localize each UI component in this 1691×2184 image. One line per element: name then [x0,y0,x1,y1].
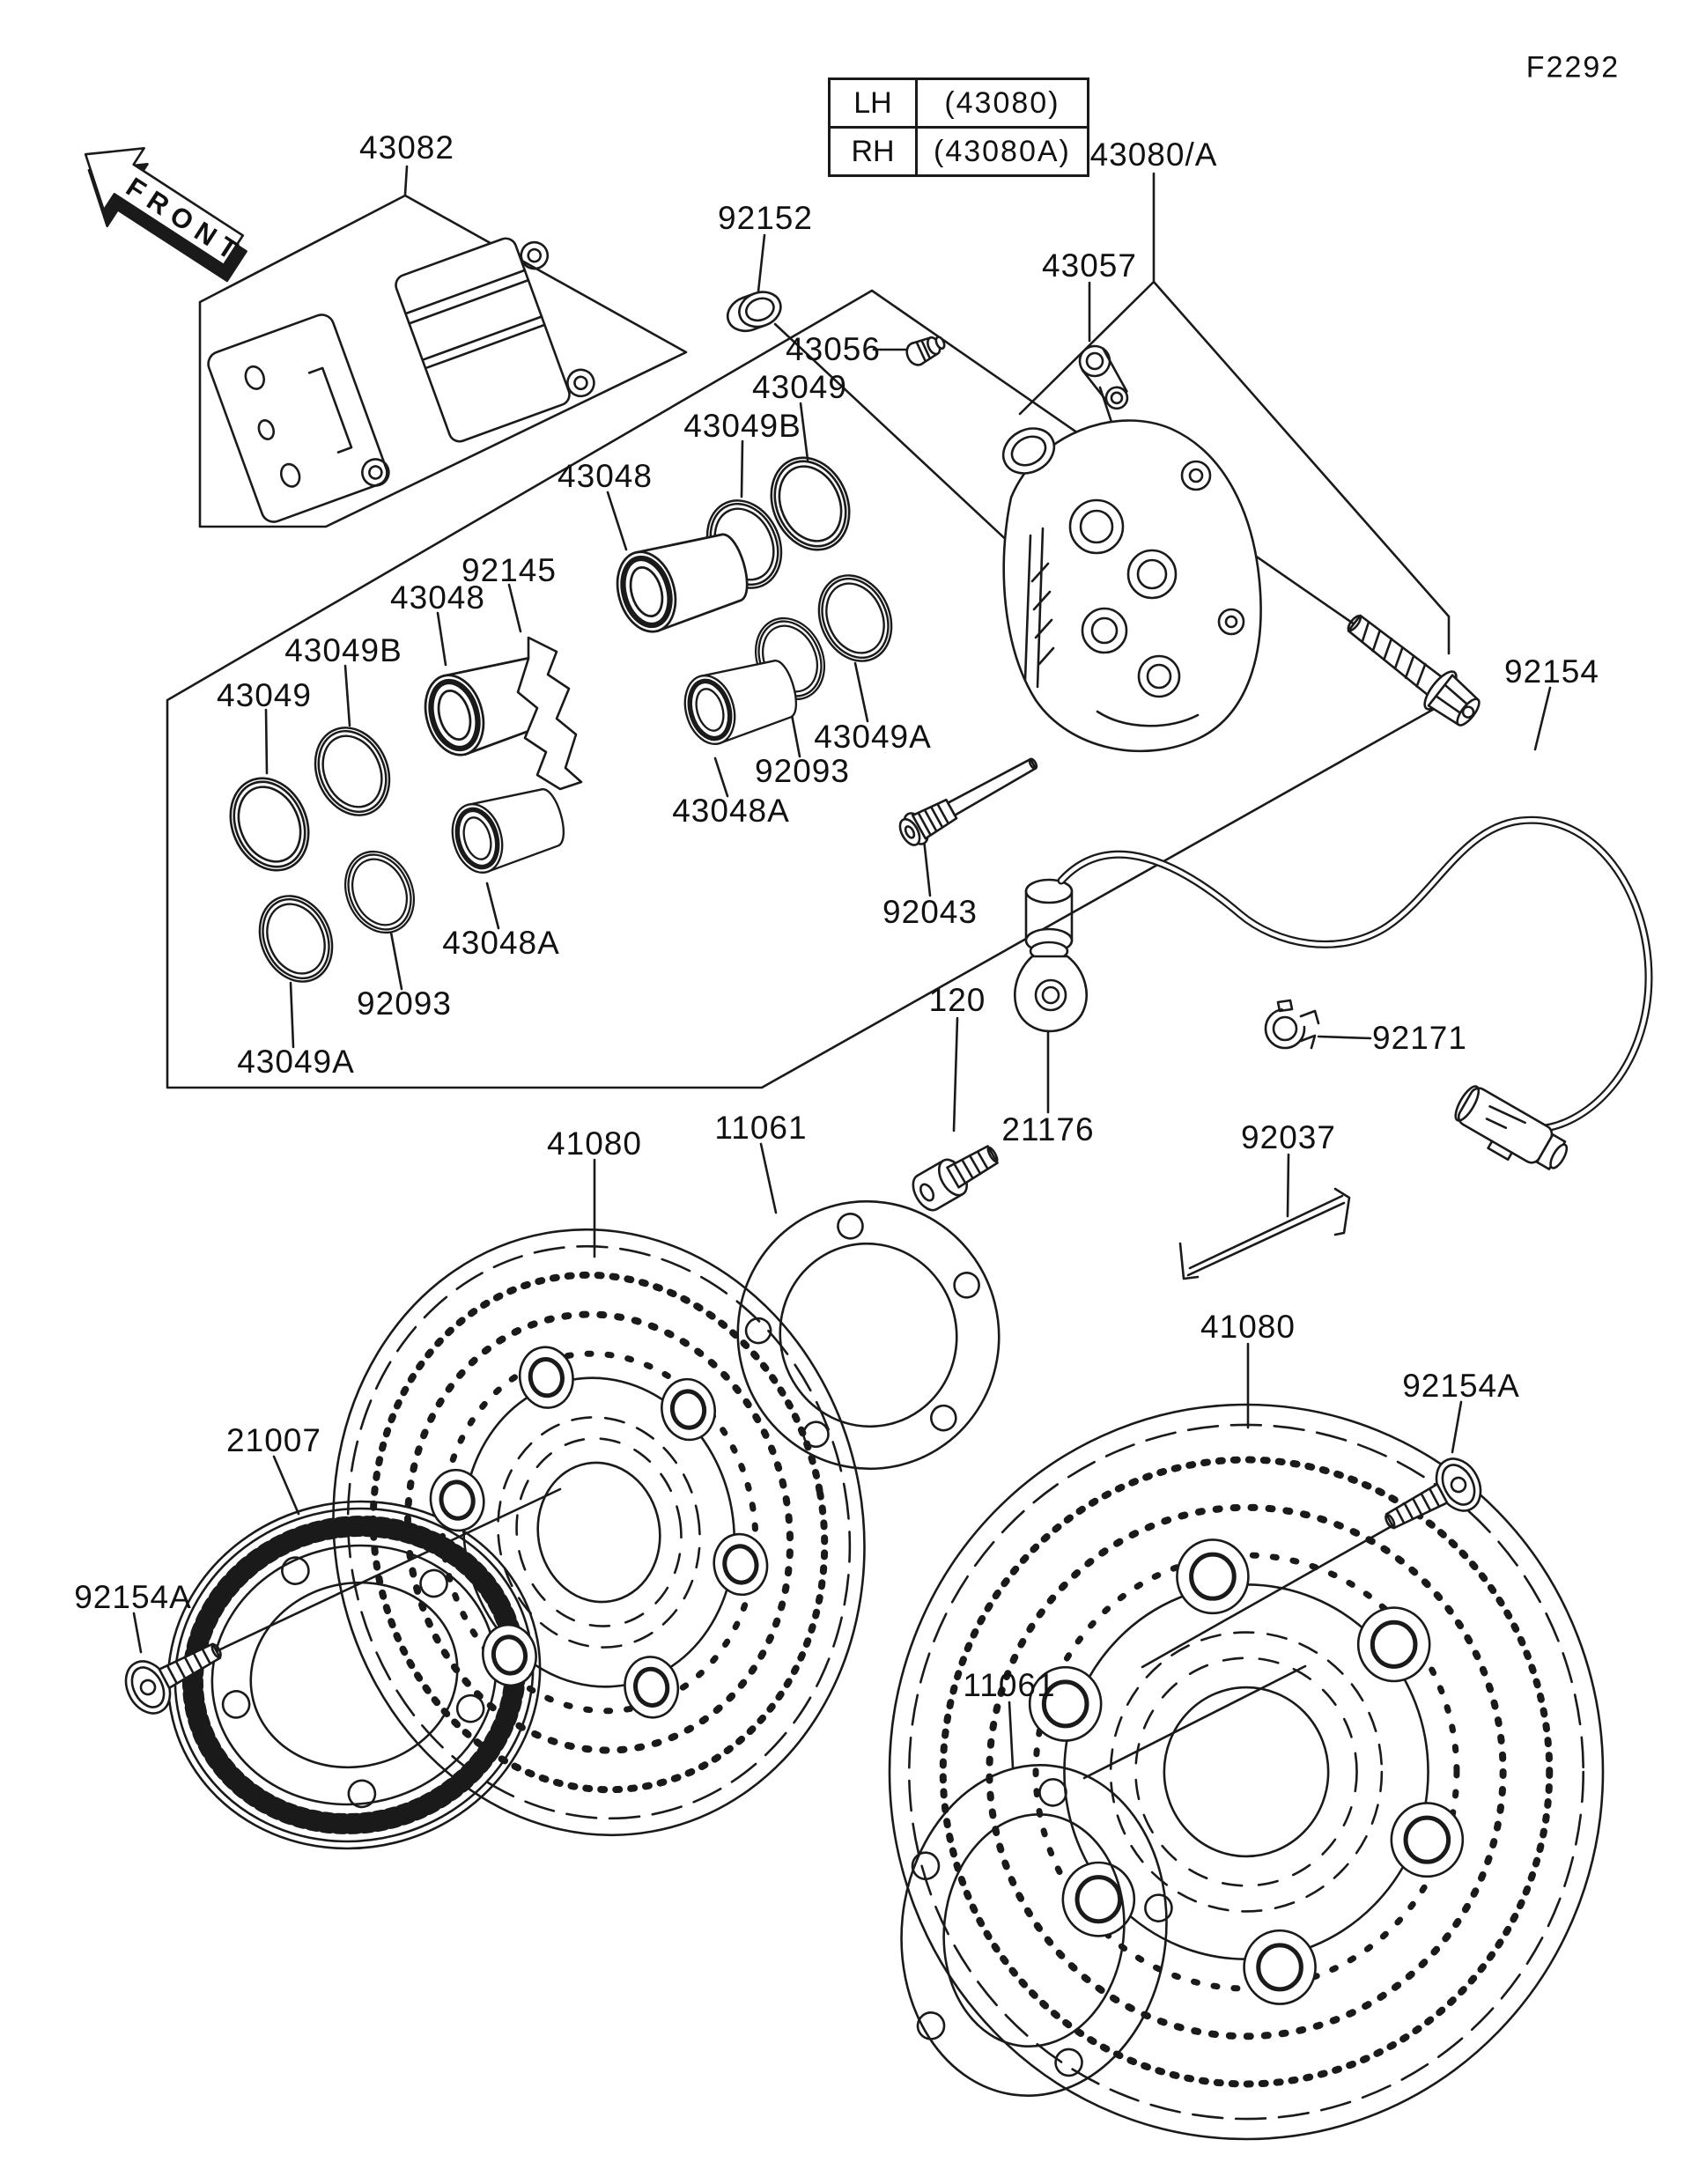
part-label-92043: 92043 [882,894,978,930]
pads-group-box [198,194,688,528]
sensor-bolt-120 [912,1145,999,1212]
variant-row-rh: RH (43080A) [828,126,1089,177]
abs-sensor-21176 [1013,878,1088,1033]
caliper-piston-43048a-lower [445,781,571,879]
brake-caliper-drawing [1001,419,1262,753]
part-label-43049-upper: 43049 [752,369,847,405]
part-label-92152: 92152 [718,200,813,236]
bleed-valve-43056 [905,336,946,366]
part-label-43049b-upper: 43049B [683,408,801,444]
figure-code: F2292 [1525,50,1621,85]
part-label-21176: 21176 [1001,1111,1095,1147]
part-label-11061-bottom: 11061 [963,1667,1056,1703]
caliper-bolt-92154 [1347,614,1481,727]
abs-tone-ring-21007 [166,1500,542,1850]
gasket-11061-left [736,1199,1001,1471]
part-label-43048-upper: 43048 [558,458,653,494]
caliper-piston-43048a-upper [677,653,803,750]
part-label-43049a-upper: 43049A [814,719,932,755]
part-label-43048-lower: 43048 [390,579,485,616]
part-label-41080-right: 41080 [1200,1309,1296,1345]
part-label-92154a-left: 92154A [74,1579,192,1615]
variant-side-lh: LH [828,77,918,129]
part-label-21007: 21007 [226,1422,321,1458]
part-label-92145: 92145 [462,552,557,588]
seal-kit-parts [215,444,906,994]
seal-kit-group-box [166,289,1459,1089]
caliper-piston-43048-upper [609,525,755,638]
seal-92093-lower [331,839,428,945]
dust-seal-43049b-lower [300,714,404,829]
brake-pads-drawing [207,237,595,523]
variant-part-lh: (43080) [915,77,1089,129]
part-label-43048a-upper: 43048A [672,793,790,829]
pin-92037 [1178,1187,1351,1280]
part-label-43049b-lower: 43049B [284,632,402,668]
front-arrow-icon: FRONT [84,147,249,283]
part-label-92093-upper: 92093 [755,753,850,789]
cable-connector [1454,1085,1569,1170]
group-boxes [166,194,1459,1089]
part-label-11061-left: 11061 [714,1110,808,1146]
cap-92152 [726,291,782,333]
part-label-43048a-lower: 43048A [442,925,560,961]
part-label-92037: 92037 [1241,1119,1336,1155]
part-label-43082: 43082 [359,129,454,166]
part-label-120: 120 [928,982,986,1018]
part-label-43056: 43056 [786,331,881,367]
part-label-43049a-lower: 43049A [237,1044,355,1080]
seal-43049a-lower [245,883,347,994]
clamp-92171 [1264,999,1320,1050]
variant-part-rh: (43080A) [915,126,1089,177]
abs-sensor-cable [1057,815,1653,1170]
part-label-41080-left: 41080 [547,1125,642,1162]
part-label-92171: 92171 [1372,1020,1467,1056]
part-label-43080-a: 43080/A [1089,136,1218,173]
gasket-11061-bottom [900,1764,1173,2097]
brake-disc-41080-right [890,1405,1603,2139]
variant-row-lh: LH (43080) [828,77,1089,129]
part-label-92093-lower: 92093 [357,985,452,1022]
part-label-92154a-right: 92154A [1402,1368,1520,1404]
pad-spring-92145 [516,636,583,791]
variant-side-rh: RH [828,126,918,177]
part-label-43057: 43057 [1042,247,1137,284]
variant-table: LH (43080) RH (43080A) [828,77,1089,177]
lever-43057 [1078,344,1129,410]
part-label-43049-lower: 43049 [217,677,312,713]
piston-seal-43049-lower [215,764,324,884]
bolt-92043 [898,757,1038,846]
part-label-92154: 92154 [1504,653,1599,690]
